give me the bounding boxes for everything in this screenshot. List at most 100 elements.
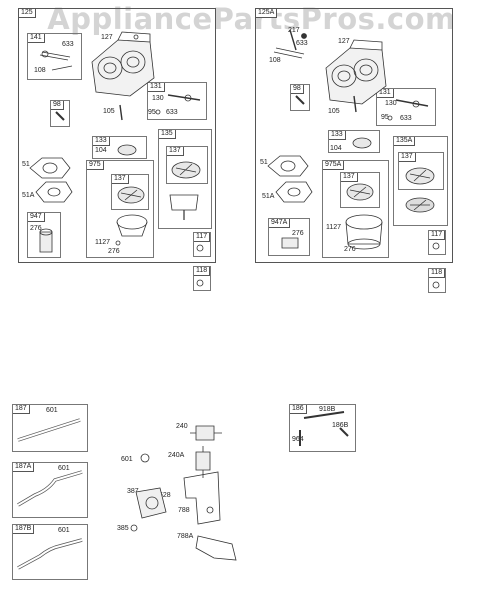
group-98-label: 98 bbox=[51, 101, 64, 110]
part-95r: 95 bbox=[381, 114, 389, 121]
group-131r-box bbox=[376, 88, 436, 126]
part-633br: 633 bbox=[400, 115, 412, 122]
group-98r-box bbox=[290, 84, 310, 111]
cylinder-head-left bbox=[91, 31, 155, 97]
part-51A: 51A bbox=[22, 192, 35, 199]
part-276b: 276 bbox=[108, 248, 120, 255]
group-137r-box bbox=[398, 152, 444, 190]
group-125-box bbox=[18, 8, 216, 263]
group-137b-label: 137 bbox=[112, 175, 129, 184]
part-51: 51 bbox=[22, 161, 30, 168]
group-975A-box bbox=[322, 160, 389, 258]
group-117r-label: 117 bbox=[429, 231, 446, 240]
group-135A-label: 135A bbox=[394, 137, 416, 146]
group-137r-label: 137 bbox=[399, 153, 416, 162]
part-385: 385 bbox=[117, 525, 129, 532]
group-125A-label: 125A bbox=[256, 9, 278, 18]
group-118-label: 118 bbox=[194, 267, 211, 276]
group-135A-box bbox=[393, 136, 448, 226]
group-133-box bbox=[92, 136, 147, 159]
group-125-label: 125 bbox=[19, 9, 36, 18]
group-98r-label: 98 bbox=[291, 85, 304, 94]
part-788: 788 bbox=[178, 507, 190, 514]
part-51r: 51 bbox=[260, 159, 268, 166]
part-127r: 127 bbox=[338, 38, 350, 45]
group-187-box bbox=[12, 404, 88, 452]
part-1127: 1127 bbox=[95, 239, 111, 246]
group-137a-box bbox=[166, 146, 208, 184]
part-788A: 788A bbox=[177, 533, 194, 540]
group-131-label: 131 bbox=[148, 83, 165, 92]
group-186-box bbox=[289, 404, 356, 452]
group-187-label: 187 bbox=[13, 405, 30, 414]
part-104r: 104 bbox=[330, 145, 342, 152]
group-131r-label: 131 bbox=[377, 89, 394, 98]
part-601d: 601 bbox=[121, 456, 133, 463]
part-217: 217 bbox=[288, 27, 300, 34]
part-95: 95 bbox=[148, 109, 156, 116]
part-628: 628 bbox=[159, 492, 171, 499]
group-125A-box bbox=[255, 8, 453, 263]
group-187B-box bbox=[12, 524, 88, 580]
part-633: 633 bbox=[62, 41, 74, 48]
part-601b: 601 bbox=[58, 465, 70, 472]
part-633r: 633 bbox=[296, 40, 308, 47]
part-105r: 105 bbox=[328, 108, 340, 115]
group-187B-label: 187B bbox=[13, 525, 35, 534]
part-601c: 601 bbox=[58, 527, 70, 534]
group-131-box bbox=[147, 82, 207, 120]
group-187A-box bbox=[12, 462, 88, 518]
part-51Ar: 51A bbox=[262, 193, 275, 200]
part-186B: 186B bbox=[332, 422, 349, 429]
group-117-box bbox=[193, 232, 211, 257]
group-117r-box bbox=[428, 230, 446, 255]
group-947A-label: 947A bbox=[269, 219, 291, 228]
part-918B: 918B bbox=[319, 406, 336, 413]
part-387: 387 bbox=[127, 488, 139, 495]
group-947A-box bbox=[268, 218, 310, 256]
part-104: 104 bbox=[95, 147, 107, 154]
part-601a: 601 bbox=[46, 407, 58, 414]
group-117-label: 117 bbox=[194, 233, 211, 242]
part-276br: 276 bbox=[344, 246, 356, 253]
part-1127r: 1127 bbox=[326, 224, 342, 231]
cylinder-head-right bbox=[325, 39, 387, 105]
part-130r: 130 bbox=[385, 100, 397, 107]
group-975-label: 975 bbox=[87, 161, 104, 170]
part-633b: 633 bbox=[166, 109, 178, 116]
part-276r: 276 bbox=[292, 230, 304, 237]
group-137r2-box bbox=[340, 172, 380, 208]
group-947-label: 947 bbox=[28, 213, 45, 222]
group-135-box bbox=[158, 129, 212, 229]
part-105: 105 bbox=[103, 108, 115, 115]
part-108r: 108 bbox=[269, 57, 281, 64]
part-276: 276 bbox=[30, 225, 42, 232]
group-98-box bbox=[50, 100, 70, 127]
group-133r-label: 133 bbox=[329, 131, 346, 140]
part-240A: 240A bbox=[168, 452, 185, 459]
group-947-box bbox=[27, 212, 61, 258]
group-137a-label: 137 bbox=[167, 147, 184, 156]
group-137r2-label: 137 bbox=[341, 173, 358, 182]
group-141-label: 141 bbox=[28, 34, 45, 43]
watermark: AppliancePartsPros.com bbox=[47, 2, 456, 36]
group-187A-label: 187A bbox=[13, 463, 35, 472]
group-186-label: 186 bbox=[290, 405, 307, 414]
part-127: 127 bbox=[101, 34, 113, 41]
group-975-box bbox=[86, 160, 154, 258]
part-964: 964 bbox=[292, 436, 304, 443]
group-133r-box bbox=[328, 130, 380, 153]
part-240: 240 bbox=[176, 423, 188, 430]
group-118-box bbox=[193, 266, 211, 291]
group-118r-label: 118 bbox=[429, 269, 446, 278]
part-130: 130 bbox=[152, 95, 164, 102]
group-133-label: 133 bbox=[93, 137, 110, 146]
part-108: 108 bbox=[34, 67, 46, 74]
group-118r-box bbox=[428, 268, 446, 293]
group-141-box bbox=[27, 33, 82, 80]
group-135-label: 135 bbox=[159, 130, 176, 139]
group-137b-box bbox=[111, 174, 149, 210]
group-975A-label: 975A bbox=[323, 161, 345, 170]
